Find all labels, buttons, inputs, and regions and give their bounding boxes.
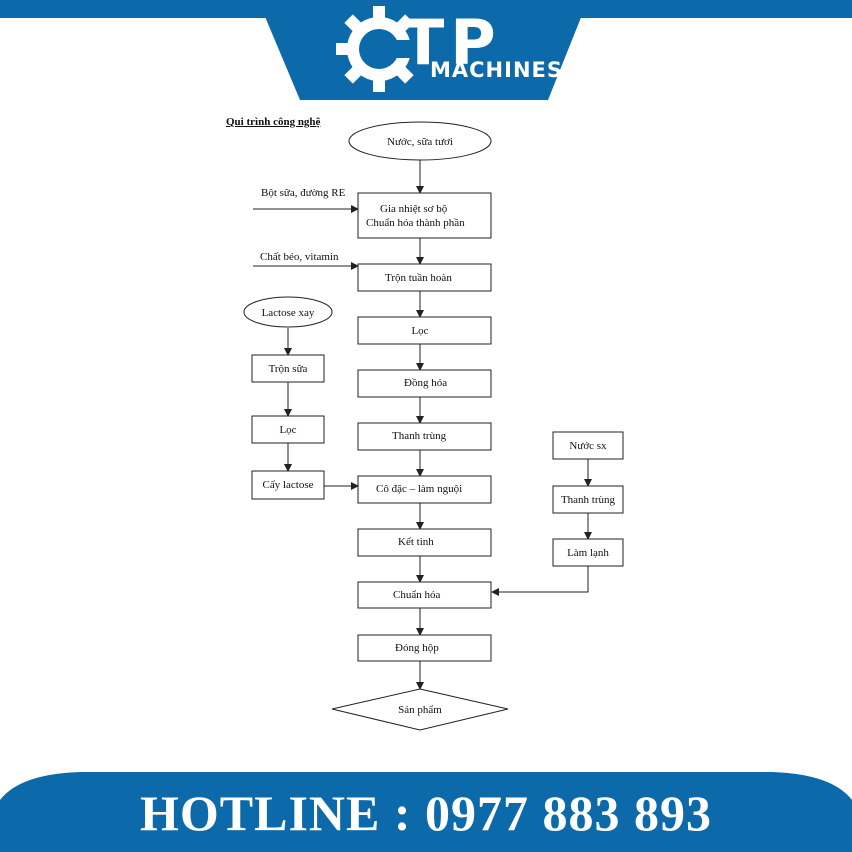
- label-ket-tinh: Kết tinh: [398, 536, 434, 548]
- node-gia-nhiet: [357, 192, 492, 239]
- gear-logo-icon: [336, 6, 422, 92]
- node-tron-tuan-hoan: [357, 263, 492, 292]
- label-start: Nước, sữa tươi: [387, 136, 453, 148]
- label-input-2: Chất béo, vitamin: [260, 251, 339, 263]
- edge-r3-n9: [491, 566, 589, 596]
- node-co-dac: [357, 475, 492, 504]
- label-lactose-xay: Lactose xay: [262, 307, 315, 319]
- label-nuoc-sx: Nước sx: [569, 440, 607, 452]
- node-dong-hoa: [357, 369, 492, 398]
- label-co-dac: Cô đặc – làm nguội: [376, 483, 462, 495]
- label-chuan-hoa: Chuẩn hóa: [393, 589, 440, 601]
- footer-banner: [0, 772, 852, 852]
- label-dong-hop: Đóng hộp: [395, 642, 439, 654]
- node-tron-sua: [251, 354, 325, 383]
- label-thanh-trung: Thanh trùng: [392, 430, 447, 442]
- label-gia-nhiet: Gia nhiệt sơ bộ: [380, 203, 448, 215]
- top-banner-logo-plate: [258, 0, 588, 100]
- node-ket-tinh: [357, 528, 492, 557]
- node-cay-lactose: [251, 470, 325, 500]
- node-thanh-trung: [357, 422, 492, 451]
- node-lactose-xay: [243, 296, 333, 328]
- node-lam-lanh: [552, 538, 624, 567]
- node-dong-hop: [357, 634, 492, 662]
- node-start: [348, 121, 492, 161]
- logo-letters: TP: [402, 6, 502, 79]
- hotline-text[interactable]: HOTLINE : 0977 883 893: [139, 785, 713, 841]
- label-tron-tuan-hoan: Trộn tuần hoàn: [385, 272, 452, 284]
- label-tron-sua: Trộn sữa: [269, 363, 308, 375]
- node-nuoc-sx: [552, 431, 624, 460]
- label-cay-lactose: Cấy lactose: [262, 479, 313, 491]
- label-thanh-trung-right: Thanh trùng: [561, 494, 616, 506]
- node-chuan-hoa: [357, 581, 492, 609]
- node-san-pham: [331, 688, 509, 731]
- label-san-pham: Sản phẩm: [398, 704, 442, 716]
- node-thanh-trung-right: [552, 485, 624, 514]
- label-chuan-hoa-tp: Chuẩn hóa thành phần: [366, 217, 465, 229]
- node-loc: [357, 316, 492, 345]
- label-input-1: Bột sữa, đường RE: [261, 187, 346, 199]
- brand-tagline: MACHINES: [430, 58, 563, 82]
- node-loc-left: [251, 415, 325, 444]
- label-dong-hoa: Đồng hóa: [404, 377, 447, 389]
- label-loc: Lọc: [411, 325, 428, 337]
- label-loc-left: Lọc: [279, 424, 296, 436]
- label-lam-lanh: Làm lạnh: [567, 547, 609, 559]
- diagram-heading: Qui trình công nghệ: [226, 116, 321, 128]
